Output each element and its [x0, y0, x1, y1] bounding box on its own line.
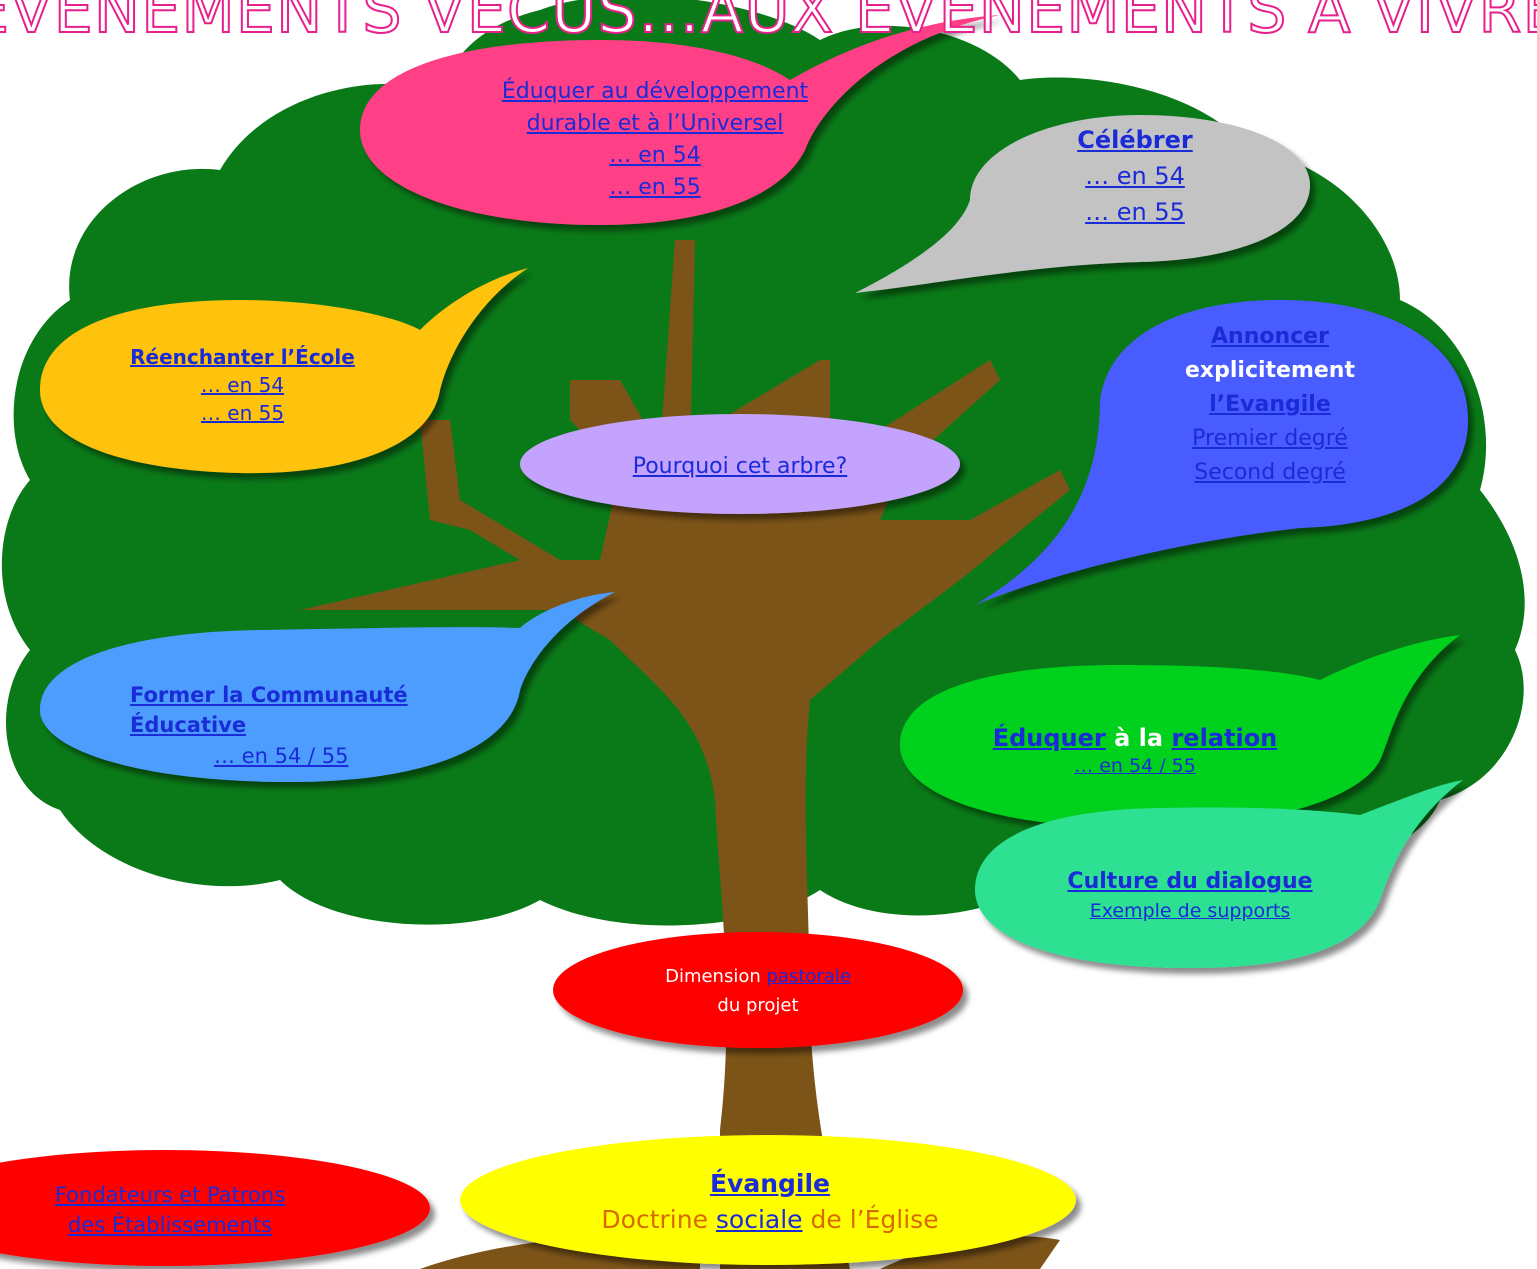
pastorale-before: Dimension [665, 966, 767, 987]
bubble-pastorale-shape [553, 932, 963, 1048]
fondateurs-line2: des Établissements [68, 1213, 272, 1238]
former-link-54-55[interactable]: … en 54 / 55 [214, 743, 349, 768]
developpement-line2: durable et à l’Universel [526, 110, 784, 136]
bubble-former-shape [40, 592, 615, 782]
bubble-pourquoi: Pourquoi cet arbre? [560, 451, 920, 483]
celebrer-link-55[interactable]: … en 55 [1085, 198, 1185, 226]
bubble-celebrer: Célébrer … en 54 … en 55 [1040, 122, 1230, 230]
sociale-link[interactable]: sociale [715, 1205, 803, 1235]
bubble-relation: Éduquer à la relation … en 54 / 55 [970, 722, 1300, 780]
bubble-annoncer-shape [975, 300, 1468, 605]
bubble-annoncer: Annoncer explicitement l’Evangile Premie… [1140, 320, 1400, 490]
developpement-link-54[interactable]: … en 54 [609, 142, 701, 168]
bubble-fondateurs-shape [0, 1150, 430, 1266]
bubble-developpement-shape [360, 15, 1000, 225]
bubble-fondateurs: Fondateurs et Patrons des Établissements [0, 1180, 340, 1241]
reenchanter-link[interactable]: Réenchanter l’École [130, 345, 355, 369]
doctrine-text: Doctrine [601, 1205, 716, 1235]
evangile-link[interactable]: Évangile [709, 1169, 831, 1198]
bubble-former: Former la Communauté Éducative … en 54 /… [130, 680, 450, 771]
relation-link[interactable]: relation [1171, 724, 1278, 752]
celebrer-link-54[interactable]: … en 54 [1085, 162, 1185, 190]
reenchanter-link-55[interactable]: … en 55 [200, 401, 285, 425]
annoncer-link[interactable]: Annoncer [1211, 324, 1329, 349]
bubble-reenchanter-shape [40, 268, 528, 474]
developpement-line1: Éduquer au développement [501, 79, 809, 104]
developpement-link[interactable]: Éduquer au développement durable et à l’… [440, 76, 870, 140]
eduquer-link[interactable]: Éduquer [992, 724, 1106, 752]
bubble-evangile-shape [460, 1135, 1076, 1265]
former-line2: Éducative [130, 713, 247, 738]
second-degre-link[interactable]: Second degré [1194, 460, 1346, 486]
premier-degre-link[interactable]: Premier degré [1192, 426, 1348, 452]
annoncer-evangile-link[interactable]: l’Evangile [1209, 392, 1331, 418]
bubble-celebrer-shape [855, 115, 1310, 293]
page-title: ÉVÉNEMENTS VÉCUS…AUX ÉVÉNEMENTS À VIVRE [0, 0, 1537, 47]
fondateurs-link[interactable]: Fondateurs et Patrons des Établissements [55, 1183, 285, 1237]
bubble-developpement: Éduquer au développement durable et à l’… [440, 76, 870, 204]
relation-link-54-55[interactable]: … en 54 / 55 [1074, 755, 1196, 778]
celebrer-link[interactable]: Célébrer [1077, 126, 1193, 154]
exemple-supports-link[interactable]: Exemple de supports [1089, 899, 1291, 922]
eglise-text: de l’Église [802, 1205, 939, 1235]
bubble-relation-shape [900, 635, 1460, 829]
bubble-pastorale: Dimension pastorale du projet [608, 963, 908, 1021]
pastorale-link[interactable]: pastorale [766, 966, 851, 987]
reenchanter-link-54[interactable]: … en 54 [200, 373, 285, 397]
bubble-dialogue-shape [975, 780, 1463, 968]
former-link[interactable]: Former la Communauté Éducative [130, 683, 408, 737]
fondateurs-line1: Fondateurs et Patrons [54, 1183, 286, 1207]
bubble-pourquoi-shape [520, 414, 960, 514]
annoncer-explicitement: explicitement [1185, 358, 1355, 384]
pastorale-after: du projet [717, 994, 799, 1016]
former-line1: Former la Communauté [130, 683, 408, 707]
bubble-dialogue: Culture du dialogue Exemple de supports [1040, 866, 1340, 925]
bubble-reenchanter: Réenchanter l’École … en 54 … en 55 [100, 343, 385, 427]
pourquoi-link[interactable]: Pourquoi cet arbre? [632, 454, 848, 479]
dialogue-link[interactable]: Culture du dialogue [1067, 869, 1313, 894]
developpement-link-55[interactable]: … en 55 [609, 174, 701, 200]
a-la-text: à la [1105, 724, 1172, 752]
bubble-evangile: Évangile Doctrine sociale de l’Église [520, 1166, 1020, 1239]
